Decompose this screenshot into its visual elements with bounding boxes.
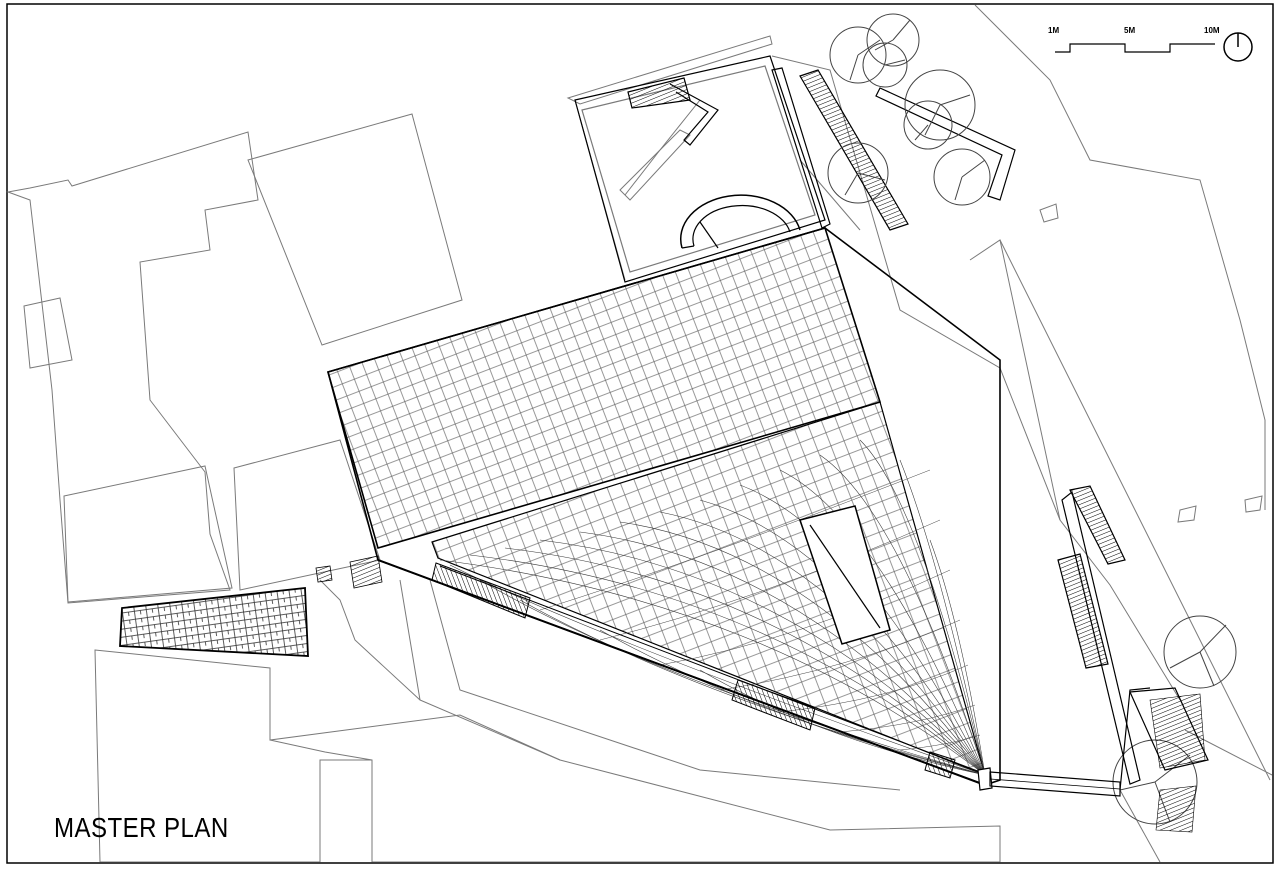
scale-label-10m: 10M [1204,26,1220,35]
scale-label-5m: 5M [1124,26,1136,35]
north-arrow-icon [1223,32,1253,62]
sheet-border [6,3,1274,864]
main-building [327,227,1121,797]
upper-courtyard [574,55,1016,283]
drawing-title: MASTER PLAN [54,812,229,843]
right-ramp [1057,485,1209,833]
brick-terrace [119,587,309,657]
small-steps [315,555,383,589]
scale-bar [1055,43,1215,53]
scale-label-1m: 1M [1048,26,1060,35]
